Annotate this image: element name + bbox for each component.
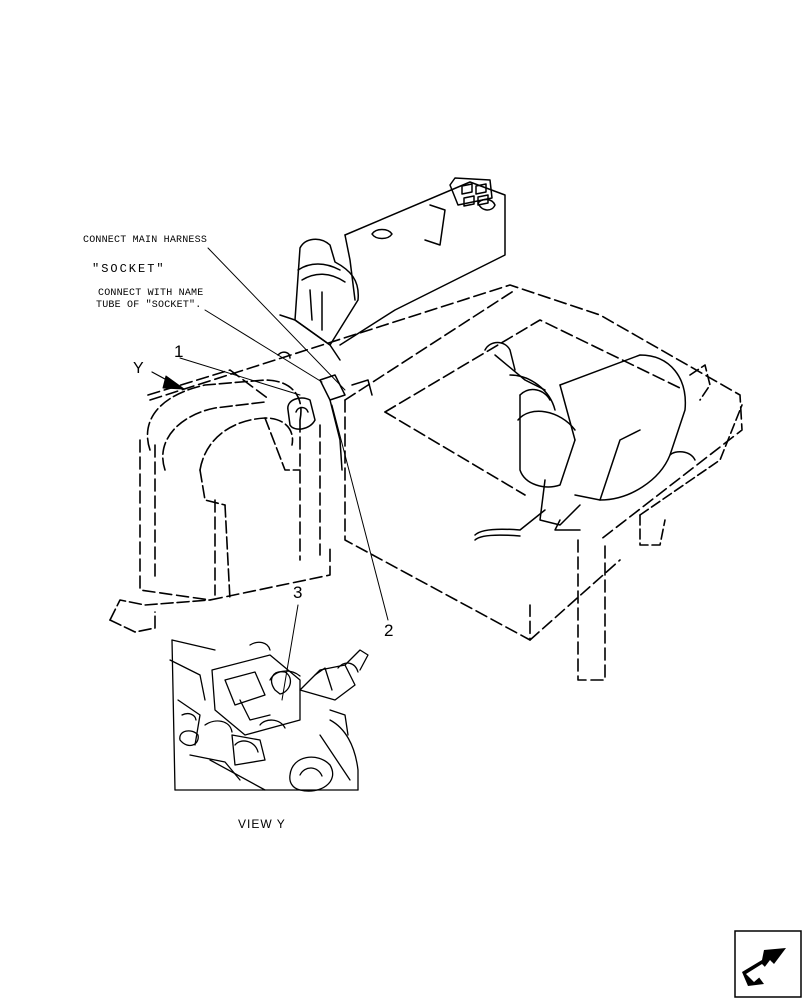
view-y-caption: VIEW Y bbox=[238, 817, 286, 831]
callout-3: 3 bbox=[293, 583, 303, 602]
callout-1: 1 bbox=[174, 342, 184, 361]
note-connect-name-tube-line1: CONNECT WITH NAME bbox=[98, 288, 204, 299]
base-frame bbox=[139, 284, 743, 681]
right-joystick-assembly bbox=[474, 341, 696, 541]
left-joystick-assembly bbox=[279, 177, 506, 361]
view-y-detail bbox=[169, 639, 369, 792]
view-y-arrow bbox=[151, 371, 185, 390]
note-connect-main-harness: CONNECT MAIN HARNESS bbox=[83, 235, 208, 246]
note-connect-name-tube-line2: TUBE OF "SOCKET". bbox=[96, 300, 202, 311]
right-console-cover bbox=[639, 364, 743, 546]
left-console-cover bbox=[109, 379, 302, 633]
callout-2: 2 bbox=[384, 621, 394, 640]
harness-socket-connector bbox=[277, 351, 373, 471]
note-socket: "SOCKET" bbox=[92, 262, 166, 276]
view-arrow-letter: Y bbox=[133, 360, 144, 377]
leader-lines bbox=[179, 247, 389, 701]
next-page-arrow-icon[interactable] bbox=[734, 930, 802, 998]
